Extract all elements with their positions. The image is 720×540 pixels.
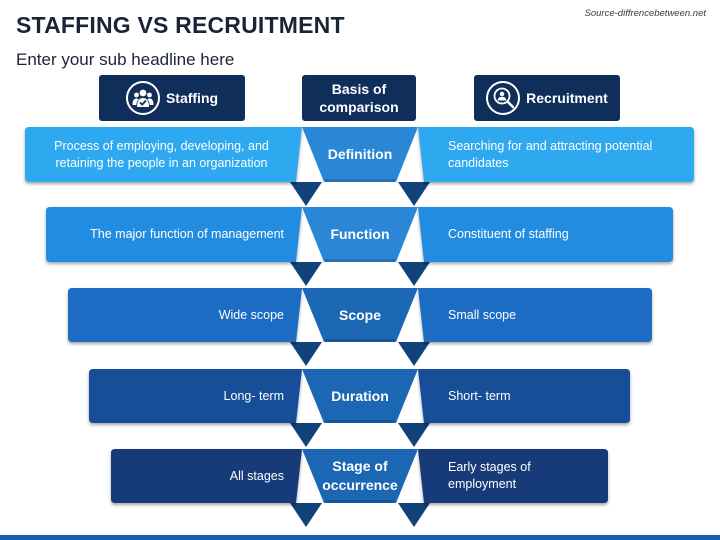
staffing-cell: Long- term <box>223 388 284 403</box>
staffing-header-label: Staffing <box>165 90 219 106</box>
page-subtitle: Enter your sub headline here <box>16 50 235 69</box>
basis-cell: Function <box>312 207 408 262</box>
basis-label: Scope <box>338 306 381 323</box>
recruitment-bar <box>418 127 694 182</box>
recruitment-cell: Small scope <box>448 307 517 322</box>
staffing-header: Staffing <box>99 75 245 121</box>
basis-label: Duration <box>331 387 389 404</box>
basis-cell: Duration <box>312 369 408 423</box>
funnel-connector <box>290 182 322 206</box>
basis-label: Definition <box>327 146 393 162</box>
basis-block-shade <box>324 259 396 262</box>
staffing-bar <box>89 369 302 423</box>
recruitment-cell: Searching for and attracting potential c… <box>448 138 653 170</box>
recruitment-bar <box>418 207 673 262</box>
basis-block-shade <box>324 339 396 342</box>
bottom-strip <box>0 535 720 540</box>
recruitment-cell: Early stages of employment <box>448 460 531 491</box>
recruitment-header: Recruitment <box>474 75 620 121</box>
basis-label: Stage of <box>332 458 388 474</box>
basis-block <box>302 449 418 503</box>
recruitment-cell: Short- term <box>448 388 511 403</box>
staffing-bar <box>25 127 302 182</box>
basis-block-shade <box>324 179 396 182</box>
basis-block <box>302 369 418 423</box>
staffing-cell: Process of employing, developing, and re… <box>54 138 269 170</box>
funnel-connector <box>398 423 430 447</box>
basis-label-line2: occurrence <box>322 477 398 493</box>
funnel-connector <box>290 342 322 366</box>
staffing-bar <box>68 288 302 342</box>
person-search-icon <box>486 81 521 115</box>
basis-block-shade <box>324 420 396 423</box>
funnel-connector <box>290 503 322 527</box>
basis-cell: Stage of occurrence <box>312 449 408 503</box>
basis-cell: Scope <box>312 288 408 342</box>
recruitment-cell: Constituent of staffing <box>448 227 569 241</box>
staffing-cell: All stages <box>229 468 284 483</box>
recruitment-bar <box>418 288 652 342</box>
basis-block <box>302 207 418 262</box>
basis-header: Basis of comparison <box>302 75 416 121</box>
basis-block <box>302 127 418 182</box>
funnel-connector <box>290 423 322 447</box>
basis-block <box>302 288 418 342</box>
basis-header-line2: comparison <box>319 99 399 115</box>
team-check-icon <box>125 81 160 115</box>
staffing-cell: Wide scope <box>218 307 284 322</box>
staffing-bar <box>46 207 302 262</box>
staffing-cell: The major function of management <box>90 227 284 241</box>
funnel-connector <box>398 503 430 527</box>
funnel-connector <box>398 262 430 286</box>
recruitment-bar <box>418 369 630 423</box>
funnel-connector <box>398 342 430 366</box>
recruitment-header-label: Recruitment <box>526 90 608 106</box>
page-title: STAFFING VS RECRUITMENT <box>16 12 345 38</box>
staffing-bar <box>111 449 302 503</box>
source-credit: Source-diffrencebetween.net <box>584 8 706 19</box>
recruitment-bar <box>418 449 608 503</box>
basis-label: Function <box>330 226 390 242</box>
basis-cell: Definition <box>312 127 408 182</box>
basis-block-shade <box>324 500 396 503</box>
funnel-connector <box>398 182 430 206</box>
basis-header-line1: Basis of <box>331 81 387 97</box>
funnel-connector <box>290 262 322 286</box>
